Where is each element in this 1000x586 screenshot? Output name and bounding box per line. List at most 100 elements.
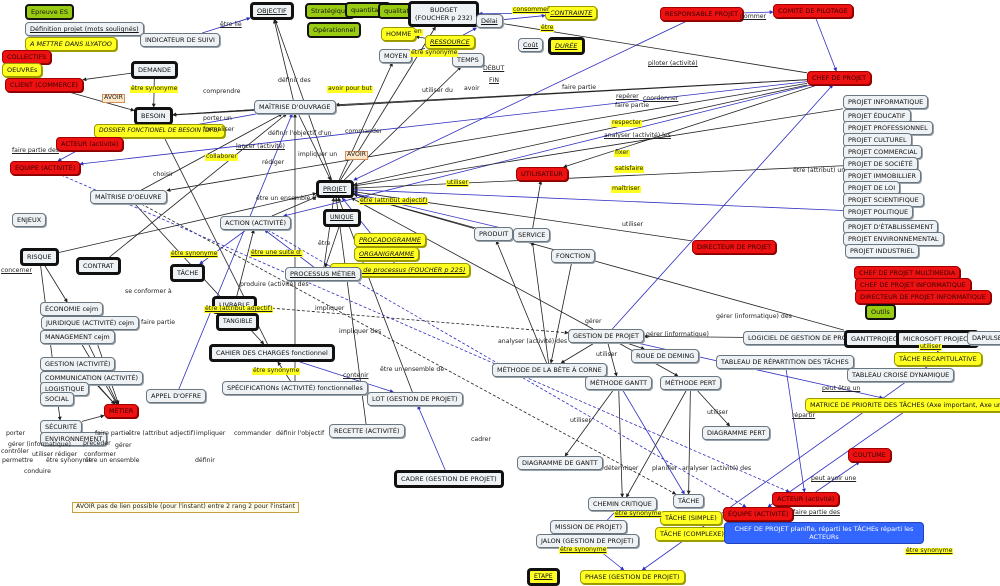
link-label-gerer-info-des[interactable]: gérer (informatique) des <box>716 313 792 320</box>
link-label-avoir1[interactable]: AVOIR <box>102 94 125 103</box>
node-chef-note[interactable]: CHEF DE PROJET planifie, réparti les TÂC… <box>724 522 924 545</box>
node-gestion-projet[interactable]: GESTION DE PROJET <box>568 329 644 344</box>
node-chef[interactable]: CHEF DE PROJET <box>807 71 872 86</box>
link-label-ensemble-d[interactable]: être un ensemble d' <box>256 195 319 202</box>
link-label-cadrer[interactable]: cadrer <box>471 436 491 443</box>
link-label-impliquer[interactable]: impliquer <box>315 305 345 312</box>
node-tache-complexe[interactable]: TÂCHE (COMPLEXE) <box>655 527 729 542</box>
link-label-se-conformer[interactable]: se conformer à <box>125 288 172 295</box>
node-diag-pert[interactable]: DIAGRAMME PERT <box>702 426 771 441</box>
link-label-collaborer[interactable]: collaborer <box>205 153 238 161</box>
node-oeuvres[interactable]: OEUVREs <box>2 63 43 78</box>
node-schema[interactable]: Schéma de processus (FOUCHER p 225) <box>330 263 471 278</box>
node-etape[interactable]: ETAPE <box>527 568 560 586</box>
link-label-determiner[interactable]: déterminer <box>604 465 639 472</box>
link-label-reperer[interactable]: repérer <box>616 93 639 100</box>
link-label-faire-partie-des1[interactable]: faire partie des <box>12 147 60 154</box>
link-label-piloter[interactable]: piloter (activité) <box>648 60 698 67</box>
node-securite[interactable]: SÉCURITÉ <box>40 420 83 435</box>
node-chemin[interactable]: CHEMIN CRITIQUE <box>588 497 657 512</box>
node-moa[interactable]: MAÎTRISE D'OUVRAGE <box>254 100 336 115</box>
link-label-contenir[interactable]: contenir <box>343 372 369 379</box>
link-label-definir-objectif[interactable]: définir l'objectif d'un <box>268 130 332 137</box>
node-deming[interactable]: ROUE DE DEMING <box>631 349 700 364</box>
link-label-lancer[interactable]: lancer (activité) <box>236 143 285 150</box>
link-label-produire[interactable]: produire (activité) des <box>240 281 309 288</box>
node-cout[interactable]: Coût <box>518 38 544 53</box>
link-label-utiliser-du[interactable]: utiliser du <box>422 87 453 94</box>
node-gestion[interactable]: GESTION (ACTIVITÉ) <box>40 357 116 372</box>
link-label-rediger[interactable]: rédiger <box>262 159 285 166</box>
link-label-nommer[interactable]: nommer <box>740 13 767 20</box>
link-label-peut-avoir[interactable]: peut avoir une <box>811 475 857 482</box>
node-dir-info[interactable]: DIRECTEUR DE PROJET INFORMATIQUE <box>855 290 991 305</box>
link-label-synonyme-phase[interactable]: être synonyme <box>905 547 954 555</box>
link-label-impliquer-des[interactable]: impliquer des <box>339 328 382 335</box>
node-mission[interactable]: MISSION DE PROJET) <box>550 520 627 535</box>
link-label-utiliser-hl[interactable]: utiliser <box>446 179 470 187</box>
node-communication[interactable]: COMMUNICATION (ACTIVITÉ) <box>40 371 144 386</box>
node-gantt[interactable]: MÉTHODE GANTT <box>585 376 653 391</box>
node-fonction[interactable]: FONCTION <box>551 249 596 264</box>
node-directeur[interactable]: DIRECTEUR DE PROJET <box>692 240 777 255</box>
node-service[interactable]: SERVICE <box>513 228 551 243</box>
node-environnement[interactable]: ENVIRONNEMENT <box>40 432 108 447</box>
node-homme[interactable]: HOMME <box>381 27 417 42</box>
node-specifications[interactable]: SPÉCIFICATIONs (ACTIVITÉ) fonctionnelles <box>222 381 368 396</box>
node-ressource[interactable]: RESSOURCE <box>425 35 475 50</box>
link-label-comprendre[interactable]: comprendre <box>203 88 241 95</box>
node-contrainte[interactable]: CONTRAINTE <box>545 6 598 21</box>
node-produit[interactable]: PRODUIT <box>474 227 514 242</box>
link-label-gerer[interactable]: gérer <box>585 318 602 325</box>
link-label-faire-partie2[interactable]: faire partie <box>615 102 650 109</box>
node-matrice[interactable]: MATRICE DE PRIORITE DES TÂCHES (Axe impo… <box>805 398 1000 413</box>
node-enjeux[interactable]: ENJEUX <box>12 213 47 228</box>
link-label-formaliser[interactable]: formaliser <box>203 126 235 133</box>
node-risque[interactable]: RISQUE <box>20 248 59 267</box>
link-label-utiliser-pert[interactable]: utiliser <box>707 409 729 416</box>
link-label-avoir2[interactable]: AVOIR <box>345 151 368 160</box>
link-label-commander[interactable]: commander <box>345 128 383 135</box>
link-label-attribut-adj[interactable]: être (attribut adjectif) <box>359 197 429 205</box>
link-label-analyser-des[interactable]: analyser (activité) des <box>498 338 568 345</box>
node-p-pol[interactable]: PROJET POLITIQUE <box>843 205 914 220</box>
node-demande[interactable]: DEMANDE <box>131 61 179 80</box>
link-label-avoir3[interactable]: avoir <box>464 85 480 92</box>
node-p-ind[interactable]: PROJET INDUSTRIEL <box>845 244 920 259</box>
node-bete[interactable]: MÉTHODE DE LA BÊTE À CORNE <box>492 363 607 378</box>
node-temps[interactable]: TEMPS <box>452 53 484 68</box>
node-tangible[interactable]: TANGIBLE <box>216 313 260 331</box>
node-recap[interactable]: TÂCHE RECAPITULATIVE <box>894 352 982 367</box>
node-organigramme[interactable]: ORGANIGRAMME <box>354 247 420 262</box>
node-procadogramme[interactable]: PROCADOGRAMME <box>354 233 426 248</box>
node-equipe2[interactable]: ÉQUIPE (ACTIVITÉ) <box>723 507 794 522</box>
node-social[interactable]: SOCIAL <box>40 392 74 407</box>
link-label-en[interactable]: en <box>413 28 423 36</box>
link-label-utiliser2[interactable]: utiliser <box>622 221 644 228</box>
node-coutume[interactable]: COUTUME <box>848 448 891 463</box>
node-lot[interactable]: LOT (GESTION DE PROJET) <box>367 392 463 407</box>
node-epreuve[interactable]: Epreuve ES <box>25 4 75 21</box>
link-label-analyser-les[interactable]: analyser (activité) les <box>604 132 671 139</box>
node-tache1[interactable]: TÂCHE <box>170 264 206 283</box>
node-recette[interactable]: RECETTE (ACTIVITÉ) <box>329 424 405 439</box>
node-metier[interactable]: MÉTIER <box>104 404 139 419</box>
link-label-utiliser-ms[interactable]: utiliser <box>919 343 943 351</box>
link-label-porter-un[interactable]: porter un <box>203 115 232 122</box>
link-label-synonyme-chemin[interactable]: être synonyme <box>614 510 663 518</box>
node-operationnel[interactable]: Opérationnel <box>307 22 362 39</box>
node-diag-gantt[interactable]: DIAGRAMME DE GANTT <box>517 456 603 471</box>
node-p-info[interactable]: PROJET INFORMATIQUE <box>843 95 929 110</box>
node-strategique[interactable]: Stratégique <box>305 3 356 20</box>
node-besoin[interactable]: BESOIN <box>134 107 173 126</box>
node-acteur2[interactable]: ACTEUR (activité) <box>772 492 840 507</box>
node-dfb[interactable]: DOSSIER FONCTIONEL DE BESOIN (DFB) <box>94 124 225 138</box>
link-label-planifier[interactable]: planifier <box>652 465 678 472</box>
link-label-impliquer-un[interactable]: impliquer un <box>298 151 338 158</box>
link-label-avoir-but[interactable]: avoir pour but <box>327 85 373 93</box>
link-label-synonyme-res[interactable]: être synonyme <box>410 49 459 57</box>
node-repartition[interactable]: TABLEAU DE RÉPARTITION DES TÂCHES <box>716 355 854 370</box>
node-objectif[interactable]: OBJECTIF <box>250 2 294 21</box>
node-tache-simple[interactable]: TÂCHE (SIMPLE) <box>660 511 722 526</box>
link-label-synonyme-cdc[interactable]: être synonyme <box>252 367 301 375</box>
